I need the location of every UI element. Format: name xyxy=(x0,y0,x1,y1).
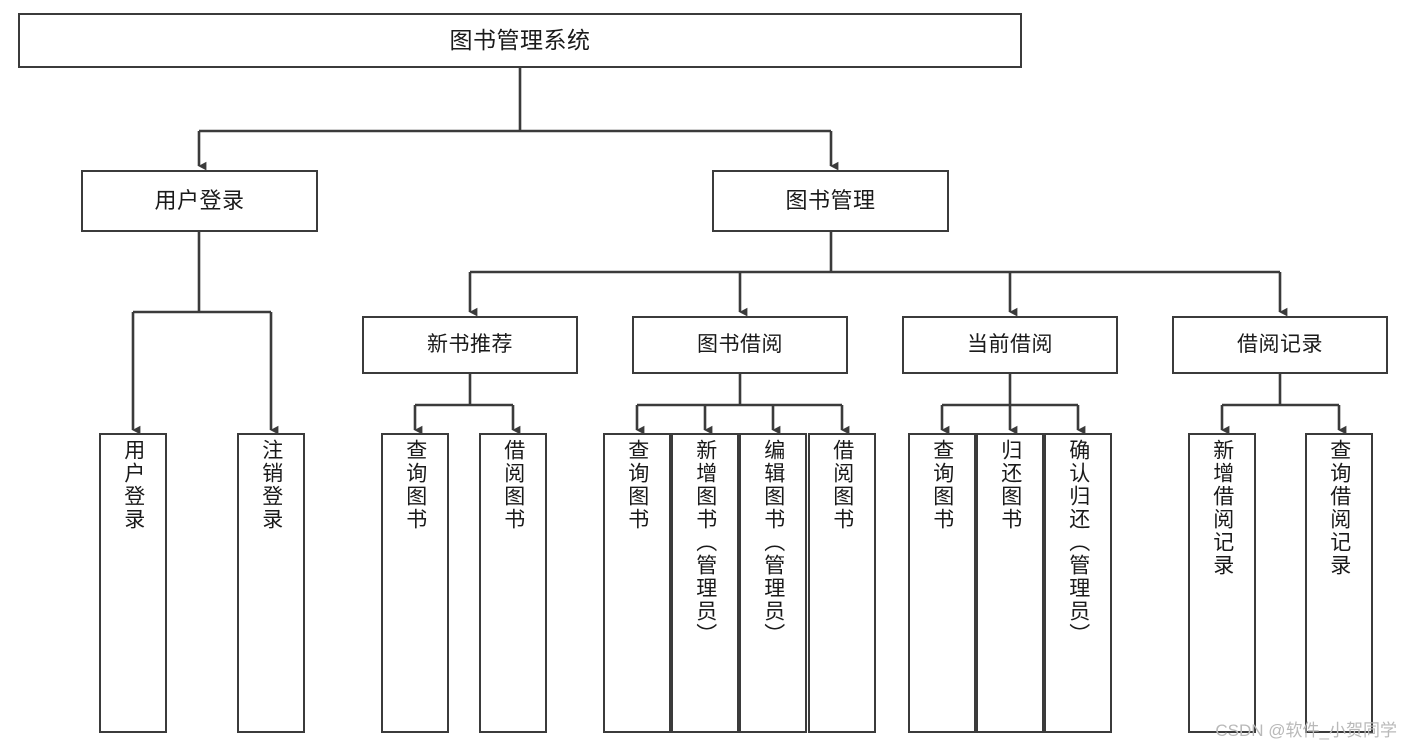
leaf-label: 新增借阅记录 xyxy=(1210,439,1234,577)
leaf-current-borrow-return[interactable]: 归还图书 xyxy=(976,433,1044,733)
node-user-login-label: 用户登录 xyxy=(154,187,245,213)
leaf-new-book-query[interactable]: 查询图书 xyxy=(381,433,449,733)
leaf-book-borrow-edit[interactable]: 编辑图书（管理员） xyxy=(739,433,807,733)
node-borrow-record-label: 借阅记录 xyxy=(1237,333,1323,357)
leaf-label: 编辑图书（管理员） xyxy=(761,439,785,646)
node-borrow-record[interactable]: 借阅记录 xyxy=(1172,316,1388,374)
node-user-login[interactable]: 用户登录 xyxy=(81,170,318,232)
leaf-book-borrow-query[interactable]: 查询图书 xyxy=(603,433,671,733)
node-root-label: 图书管理系统 xyxy=(449,26,591,53)
node-current-borrow-label: 当前借阅 xyxy=(967,333,1053,357)
leaf-label: 新增图书（管理员） xyxy=(693,439,717,646)
leaf-label: 借阅图书 xyxy=(501,439,525,531)
node-new-book-recommend-label: 新书推荐 xyxy=(427,333,513,357)
leaf-label: 借阅图书 xyxy=(830,439,854,531)
node-book-borrow-label: 图书借阅 xyxy=(697,333,783,357)
node-current-borrow[interactable]: 当前借阅 xyxy=(902,316,1118,374)
leaf-user-login-login[interactable]: 用户登录 xyxy=(99,433,167,733)
node-new-book-recommend[interactable]: 新书推荐 xyxy=(362,316,578,374)
node-book-borrow[interactable]: 图书借阅 xyxy=(632,316,848,374)
leaf-borrow-record-add[interactable]: 新增借阅记录 xyxy=(1188,433,1256,733)
node-root[interactable]: 图书管理系统 xyxy=(18,13,1022,68)
node-book-management[interactable]: 图书管理 xyxy=(712,170,949,232)
csdn-watermark: CSDN @软件_小贺同学 xyxy=(1215,721,1397,740)
leaf-user-login-logout[interactable]: 注销登录 xyxy=(237,433,305,733)
leaf-label: 查询图书 xyxy=(403,439,427,531)
leaf-current-borrow-confirm[interactable]: 确认归还（管理员） xyxy=(1044,433,1112,733)
node-book-management-label: 图书管理 xyxy=(785,187,876,213)
leaf-label: 查询借阅记录 xyxy=(1327,439,1351,577)
leaf-label: 确认归还（管理员） xyxy=(1066,439,1090,646)
leaf-borrow-record-query[interactable]: 查询借阅记录 xyxy=(1305,433,1373,733)
leaf-label: 注销登录 xyxy=(259,439,283,531)
leaf-label: 用户登录 xyxy=(121,439,145,531)
leaf-label: 查询图书 xyxy=(625,439,649,531)
leaf-label: 查询图书 xyxy=(930,439,954,531)
leaf-book-borrow-add[interactable]: 新增图书（管理员） xyxy=(671,433,739,733)
leaf-new-book-borrow[interactable]: 借阅图书 xyxy=(479,433,547,733)
leaf-current-borrow-query[interactable]: 查询图书 xyxy=(908,433,976,733)
leaf-book-borrow-borrow[interactable]: 借阅图书 xyxy=(808,433,876,733)
leaf-label: 归还图书 xyxy=(998,439,1022,531)
